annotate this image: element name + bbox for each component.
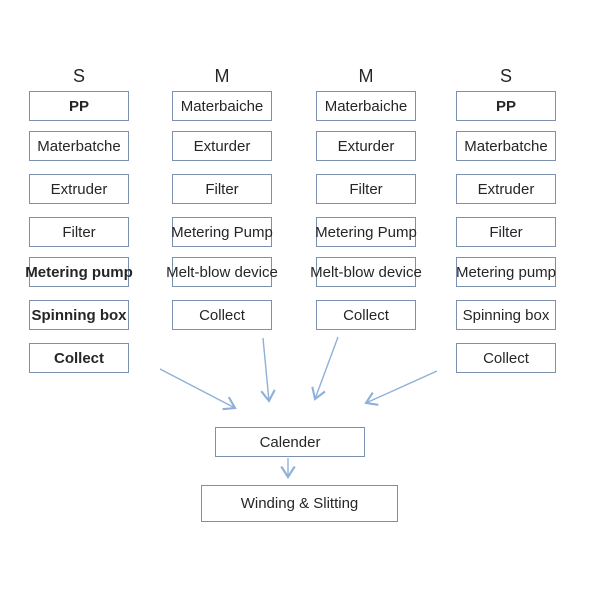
col2-melt-blow-device-box: Melt-blow device [166,257,278,287]
col4-spinning-box-box: Spinning box [456,300,556,330]
col2-collect-box: Collect [172,300,272,330]
col4-collect-box: Collect [456,343,556,373]
col2-exturder-box: Exturder [172,131,272,161]
col4-extruder-box: Extruder [456,174,556,204]
winding-slitting-box: Winding & Slitting [201,485,398,522]
arrow-col3-to-calender [311,336,339,401]
col1-pp-box: PP [29,91,129,121]
col1-extruder-box: Extruder [29,174,129,204]
col3-collect-box: Collect [316,300,416,330]
column2-header: M [214,66,230,86]
col2-metering-pump-box: Metering Pump [171,217,273,247]
col1-materbatche-box: Materbatche [29,131,129,161]
col3-melt-blow-device-box: Melt-blow device [310,257,422,287]
col4-pp-box: PP [456,91,556,121]
column4-header: S [499,66,512,86]
col1-spinning-box-box: Spinning box [29,300,129,330]
col2-filter-box: Filter [172,174,272,204]
col2-materbaiche-box: Materbaiche [172,91,272,121]
col1-filter-box: Filter [29,217,129,247]
column3-header: M [358,66,374,86]
col4-materbatche-box: Materbatche [456,131,556,161]
col3-filter-box: Filter [316,174,416,204]
calender-box: Calender [215,427,365,457]
col1-collect-box: Collect [29,343,129,373]
arrow-col1-to-calender [159,368,237,411]
col1-metering-pump-box: Metering pump [25,257,133,287]
col3-metering-pump-box: Metering Pump [315,217,417,247]
column1-header: S [72,66,85,86]
col4-metering-pump-box: Metering pump [456,257,556,287]
col4-filter-box: Filter [456,217,556,247]
col3-exturder-box: Exturder [316,131,416,161]
arrow-col2-to-calender [260,337,276,403]
arrow-col4-to-calender [364,370,438,406]
col3-materbaiche-box: Materbaiche [316,91,416,121]
